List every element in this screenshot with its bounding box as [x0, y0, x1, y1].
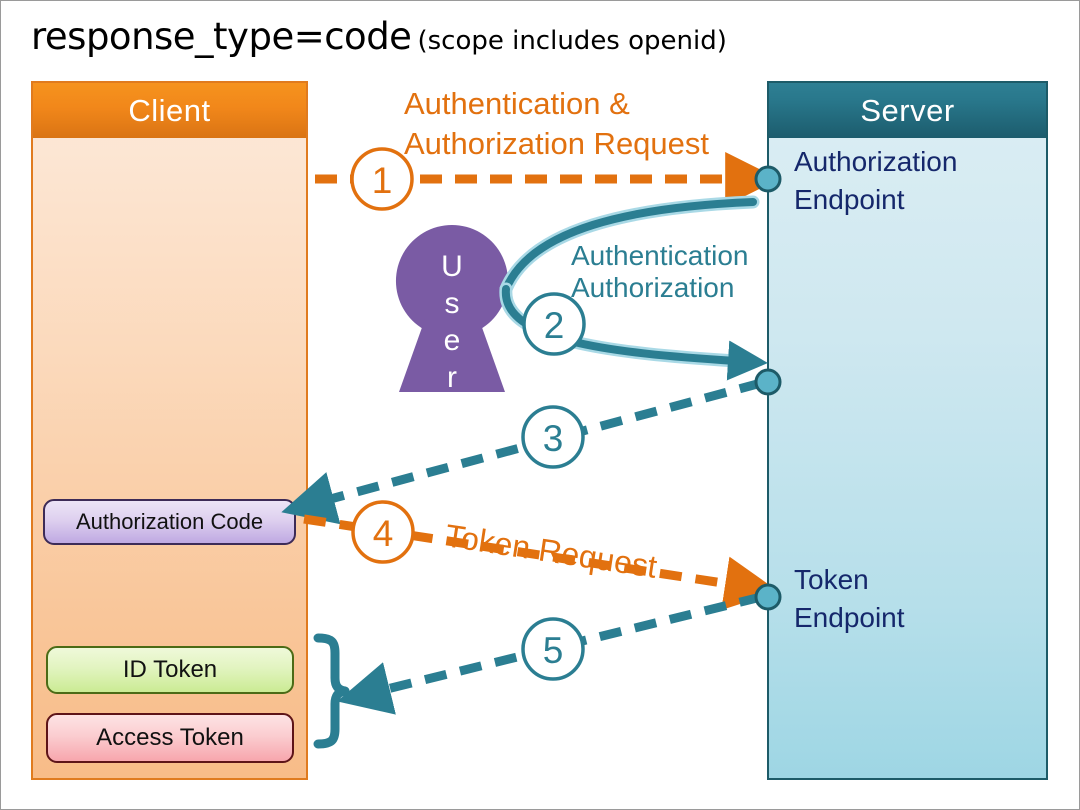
title-sub-text: (scope includes openid) [417, 26, 727, 56]
step-4-label: Token Request [443, 517, 660, 585]
step-2-label: Authentication Authorization [571, 240, 748, 303]
step-2-label-line1: Authentication [571, 240, 748, 271]
server-box: Server [767, 81, 1048, 780]
step-2-badge: 2 [522, 292, 586, 356]
user-figure: U s e r [395, 225, 508, 394]
server-header-label: Server [860, 92, 955, 128]
step-2-arrow [499, 195, 768, 381]
client-header: Client [33, 83, 306, 138]
step-3-badge: 3 [521, 405, 585, 469]
step-4-number: 4 [373, 513, 394, 554]
user-letter-2: e [444, 324, 461, 357]
client-header-label: Client [128, 92, 211, 128]
chip-authorization-code: Authorization Code [43, 499, 296, 545]
step-1-label-line2: Authorization Request [404, 126, 709, 161]
step-1-label: Authentication & Authorization Request [404, 86, 709, 161]
step-3-number: 3 [543, 418, 564, 459]
server-header: Server [769, 83, 1046, 138]
step-1-label-line1: Authentication & [404, 86, 630, 121]
step-4-badge: 4 [351, 500, 415, 564]
step-1-badge: 1 [350, 147, 414, 211]
chip-id-token: ID Token [46, 646, 294, 694]
chip-access-token: Access Token [46, 713, 294, 763]
step-2-label-line2: Authorization [571, 272, 734, 303]
step-5-arrow [337, 592, 763, 715]
step-1-number: 1 [372, 160, 393, 201]
user-letter-3: r [447, 361, 457, 394]
step-5-badge: 5 [521, 617, 585, 681]
authorization-endpoint-label: Authorization Endpoint [794, 146, 958, 215]
step-5-number: 5 [543, 630, 564, 671]
step-3-arrow [281, 378, 763, 525]
step-4-arrow [303, 514, 779, 611]
user-letter-1: s [445, 287, 460, 320]
page-title: response_type=code(scope includes openid… [31, 15, 727, 58]
step-2-number: 2 [544, 305, 565, 346]
title-main-text: response_type=code [31, 15, 412, 58]
step-4-label-text: Token Request [443, 517, 660, 585]
user-letter-0: U [441, 250, 463, 283]
token-group-brace [313, 633, 350, 749]
token-endpoint-label: Token Endpoint [794, 564, 905, 633]
